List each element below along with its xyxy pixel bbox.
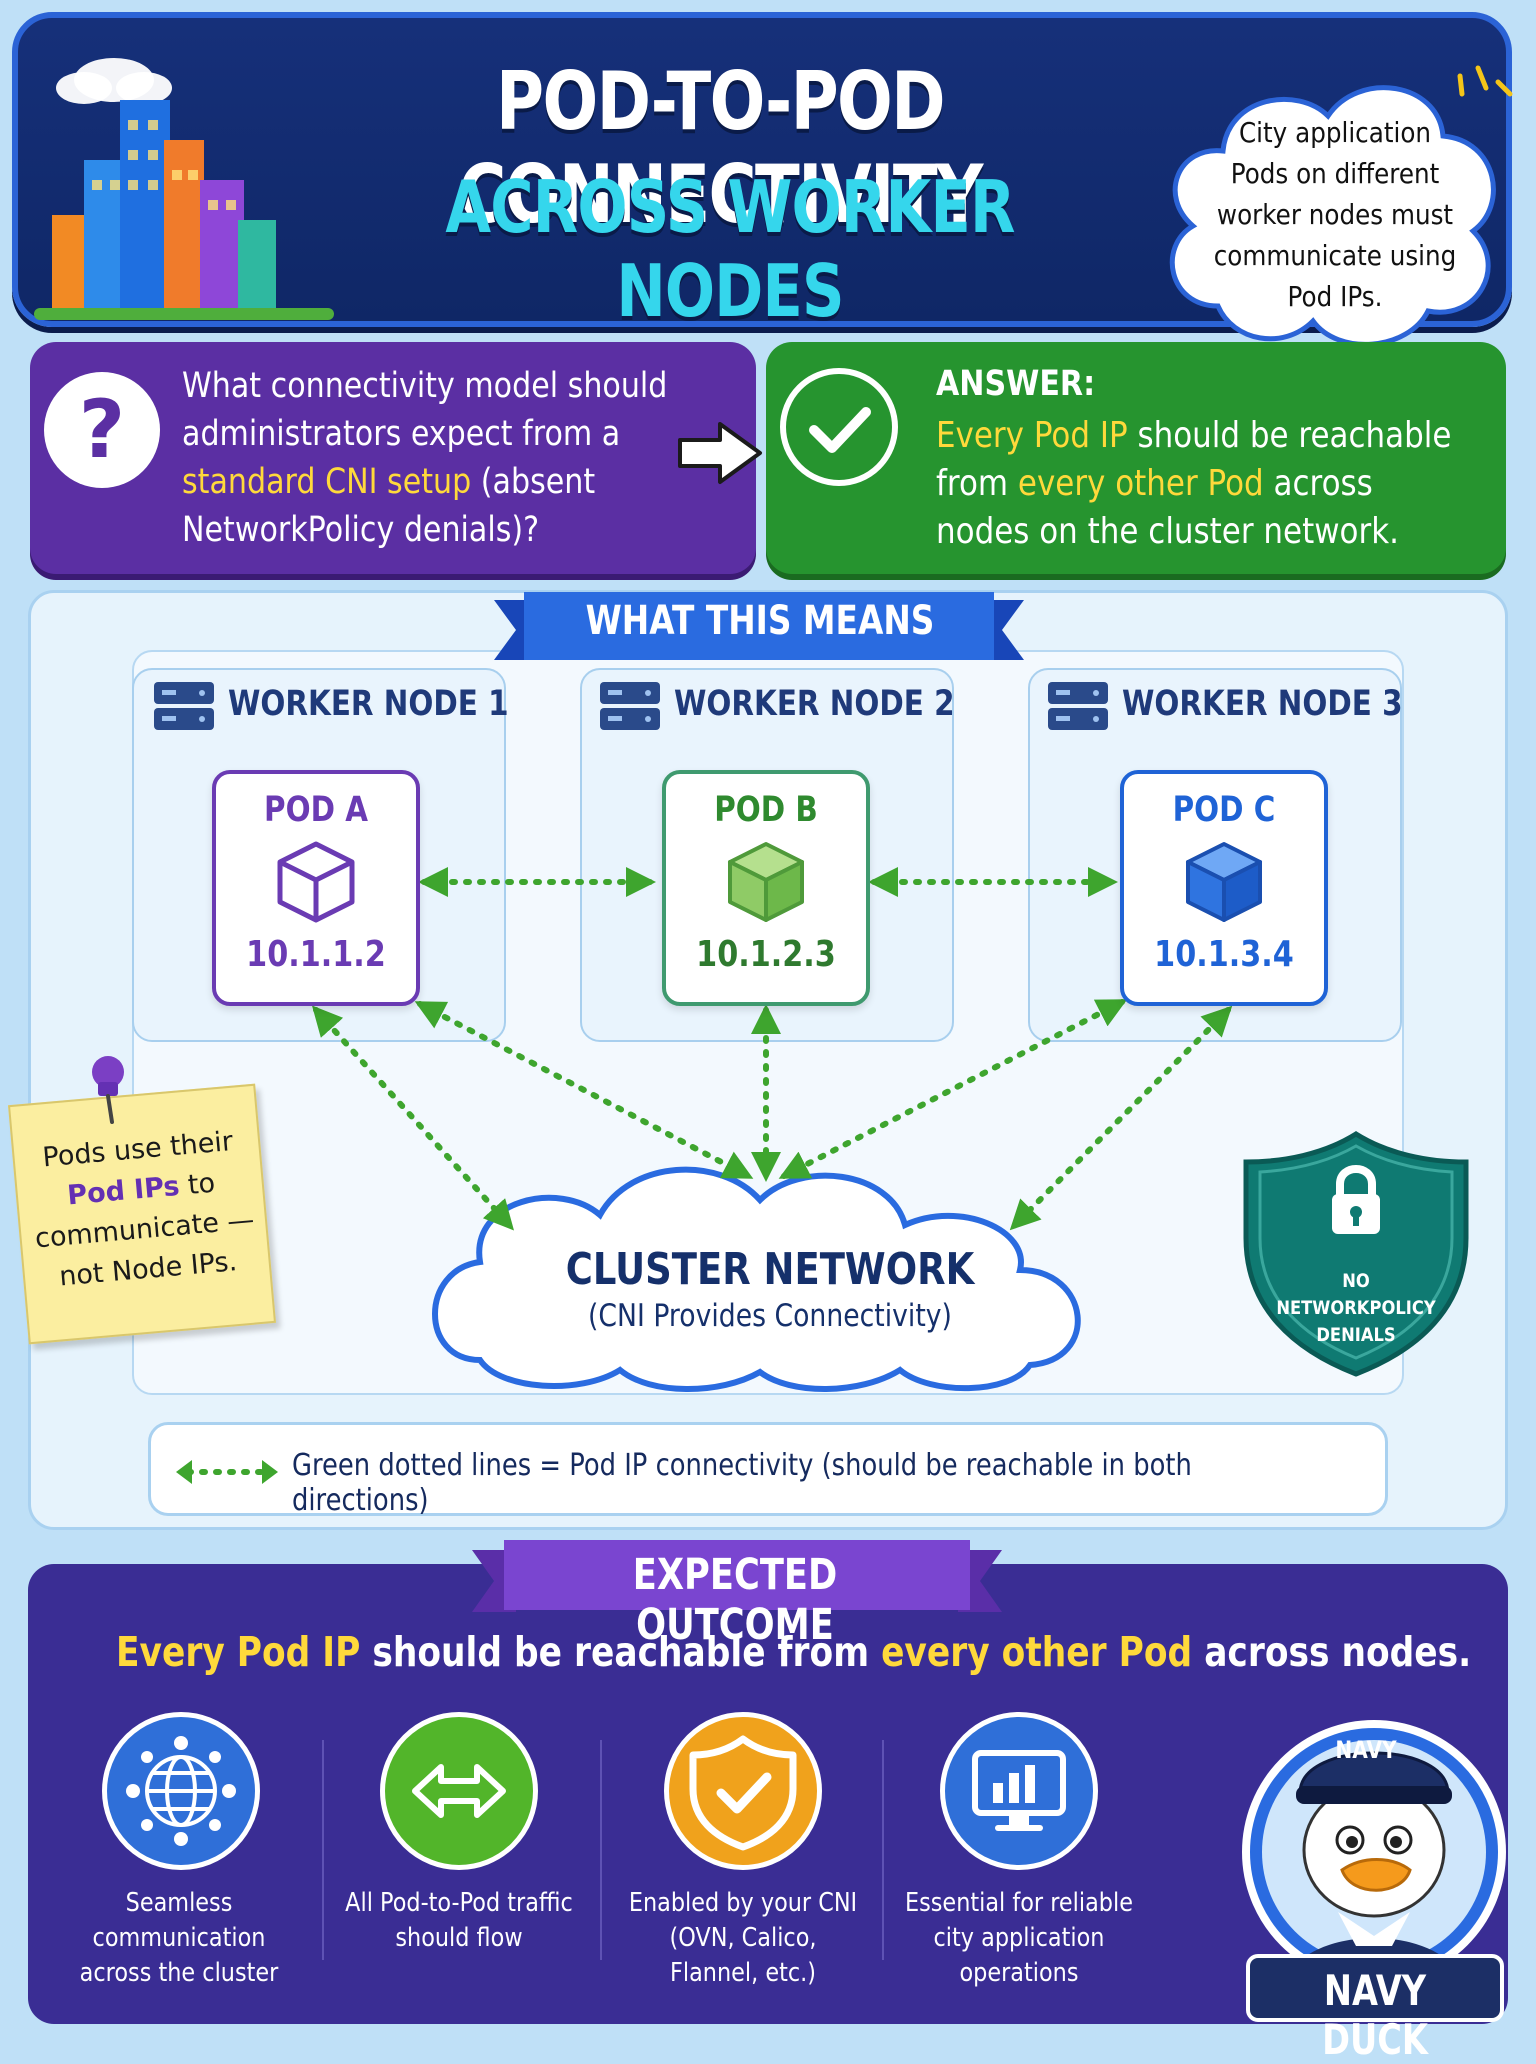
- link-pod-a-cluster: [311, 1005, 515, 1231]
- answer-panel: [766, 342, 1506, 574]
- pod-label-c: POD C: [1172, 790, 1276, 830]
- shield-text: NO NETWORKPOLICY DENIALS: [1276, 1270, 1436, 1346]
- monitor-chart-icon: [940, 1712, 1098, 1870]
- pod-label-b: POD B: [714, 790, 818, 830]
- cluster-network-title: CLUSTER NETWORK: [565, 1244, 975, 1295]
- bidirectional-arrow-icon: [380, 1712, 538, 1870]
- network-globe-icon: [102, 1712, 260, 1870]
- shield-lock-icon: [1243, 1131, 1469, 1377]
- section-title-what-this-means: WHAT THIS MEANS: [585, 598, 935, 644]
- worker-node-title-3: WORKER NODE 3: [1122, 684, 1403, 724]
- question-text: What connectivity model should administr…: [182, 366, 668, 550]
- navy-duck-mascot: [1242, 1720, 1506, 2022]
- section-ribbon: [494, 592, 1024, 660]
- feature-divider: [600, 1740, 602, 1960]
- pod-ip-a: 10.1.1.2: [246, 934, 386, 975]
- worker-node-title-1: WORKER NODE 1: [228, 684, 509, 724]
- link-pod-c-cluster: [1009, 1005, 1233, 1231]
- question-mark-icon: ?: [44, 372, 160, 488]
- pod-cube-icon: [277, 841, 355, 923]
- check-circle-icon: [780, 368, 898, 486]
- feature-label-2: All Pod-to-Pod traffic should flow: [345, 1888, 573, 1953]
- pod-ip-c: 10.1.3.4: [1154, 934, 1294, 975]
- pod-ip-b: 10.1.2.3: [696, 934, 836, 975]
- cluster-network-cloud: [432, 1166, 1081, 1392]
- feature-label-3: Enabled by your CNI (OVN, Calico, Flanne…: [628, 1888, 858, 1988]
- legend-dotted-arrow-icon: [176, 1460, 278, 1484]
- shield-check-icon: [664, 1712, 822, 1870]
- legend-box: [148, 1422, 1388, 1516]
- mascot-name-banner: NAVY DUCK: [1322, 1966, 1428, 2064]
- feature-divider: [322, 1740, 324, 1960]
- pod-cube-icon: [728, 842, 804, 922]
- mascot-hat-label: NAVY: [1335, 1736, 1397, 1764]
- server-icon: [600, 682, 660, 730]
- link-pod-a-cluster-center: [414, 1001, 754, 1179]
- city-skyline-icon: [34, 58, 334, 320]
- answer-text: Every Pod IP should be reachable from ev…: [936, 415, 1452, 552]
- pushpin-icon: [92, 1056, 124, 1124]
- speech-cloud-text: City application Pods on different worke…: [1213, 116, 1457, 313]
- link-pod-c-cluster-center: [778, 999, 1128, 1179]
- outcome-summary: Every Pod IP should be reachable from ev…: [116, 1628, 1472, 1676]
- section-title-expected-outcome: EXPECTED OUTCOME: [632, 1550, 838, 1650]
- title-line-1: POD-TO-POD CONNECTIVITY: [458, 55, 983, 241]
- feature-label-4: Essential for reliable city application …: [905, 1888, 1133, 1988]
- pod-label-a: POD A: [264, 790, 368, 830]
- sticky-note-text: Pods use their Pod IPs to communicate — …: [33, 1125, 256, 1293]
- pod-cube-icon: [1186, 842, 1262, 922]
- legend-text: Green dotted lines = Pod IP connectivity…: [292, 1448, 1192, 1518]
- cluster-network-subtitle: (CNI Provides Connectivity): [588, 1298, 952, 1334]
- worker-node-title-2: WORKER NODE 2: [674, 684, 955, 724]
- section-ribbon: [472, 1540, 1002, 1612]
- feature-divider: [882, 1740, 884, 1960]
- answer-heading: ANSWER:: [936, 364, 1096, 404]
- right-arrow-icon: [678, 422, 762, 484]
- feature-label-1: Seamless communication across the cluste…: [79, 1888, 279, 1988]
- title-line-2: ACROSS WORKER NODES: [445, 165, 1015, 333]
- server-icon: [154, 682, 214, 730]
- server-icon: [1048, 682, 1108, 730]
